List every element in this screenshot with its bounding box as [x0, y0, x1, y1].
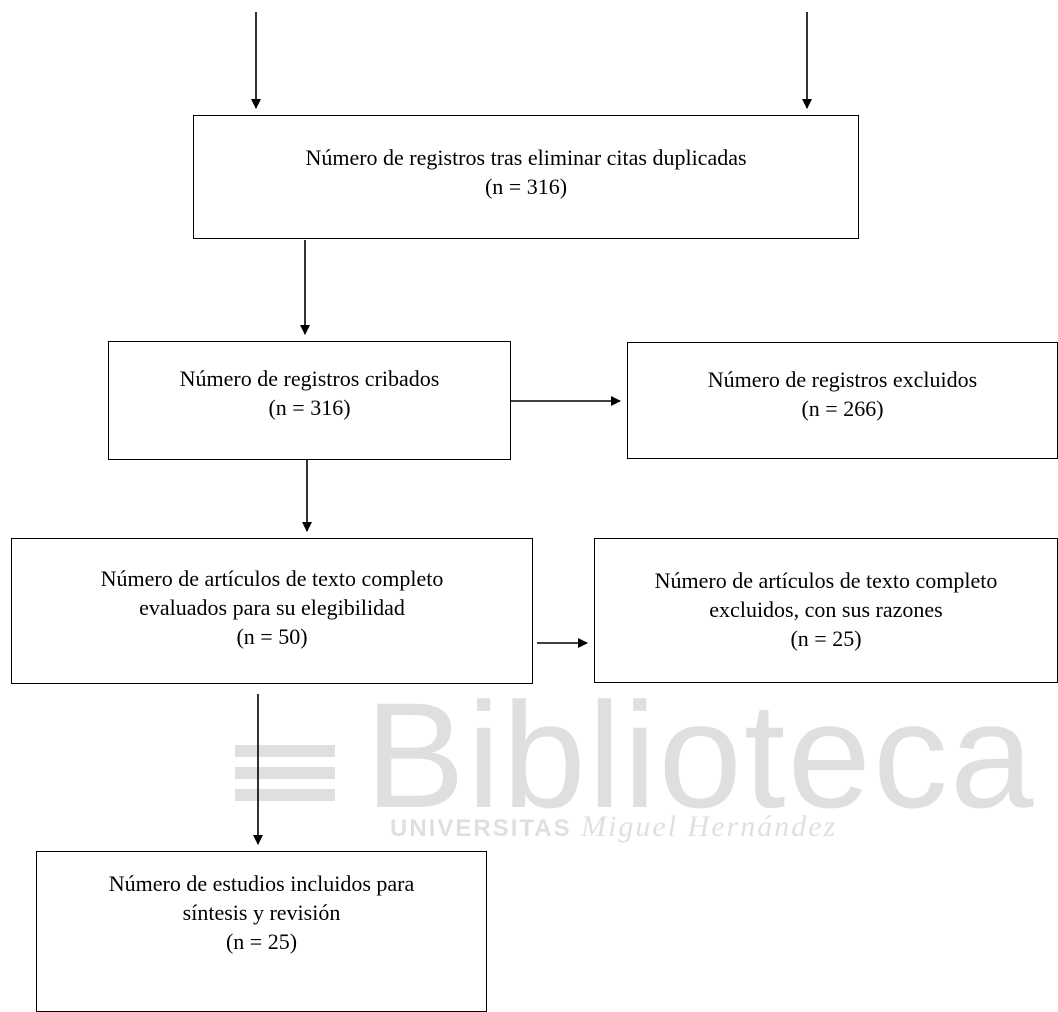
included-studies-count: (n = 25) — [225, 929, 298, 954]
excluded-records-label: Número de registros excluidos — [707, 367, 978, 392]
included-studies-label-2: síntesis y revisión — [182, 900, 341, 925]
fulltext-assessed-label-1: Número de artículos de texto completo — [100, 566, 444, 591]
excluded-records-count: (n = 266) — [801, 396, 884, 421]
screened-records-label: Número de registros cribados — [179, 366, 440, 391]
library-logo-icon — [235, 745, 335, 801]
fulltext-assessed-box: Número de artículos de texto completo ev… — [11, 538, 533, 684]
deduplicated-records-box: Número de registros tras eliminar citas … — [193, 115, 859, 239]
watermark-word: Biblioteca — [365, 671, 1036, 839]
included-studies-label-1: Número de estudios incluidos para — [108, 871, 415, 896]
fulltext-assessed-count: (n = 50) — [236, 624, 308, 649]
fulltext-excluded-label-2: excluidos, con sus razones — [709, 597, 943, 622]
fulltext-excluded-box: Número de artículos de texto completo ex… — [594, 538, 1058, 683]
excluded-records-box: Número de registros excluidos (n = 266) — [627, 342, 1058, 459]
deduplicated-records-label: Número de registros tras eliminar citas … — [305, 145, 747, 170]
watermark-university: UNIVERSITAS — [390, 815, 572, 842]
fulltext-assessed-label-2: evaluados para su elegibilidad — [139, 595, 405, 620]
watermark-name: Miguel Hernández — [581, 810, 838, 843]
fulltext-excluded-label-1: Número de artículos de texto completo — [654, 568, 998, 593]
deduplicated-records-count: (n = 316) — [484, 174, 568, 199]
included-studies-box: Número de estudios incluidos para síntes… — [36, 851, 487, 1012]
watermark-subtitle: UNIVERSITAS Miguel Hernández — [390, 810, 837, 844]
screened-records-count: (n = 316) — [268, 395, 351, 420]
fulltext-excluded-count: (n = 25) — [790, 626, 862, 651]
screened-records-box: Número de registros cribados (n = 316) — [108, 341, 511, 460]
